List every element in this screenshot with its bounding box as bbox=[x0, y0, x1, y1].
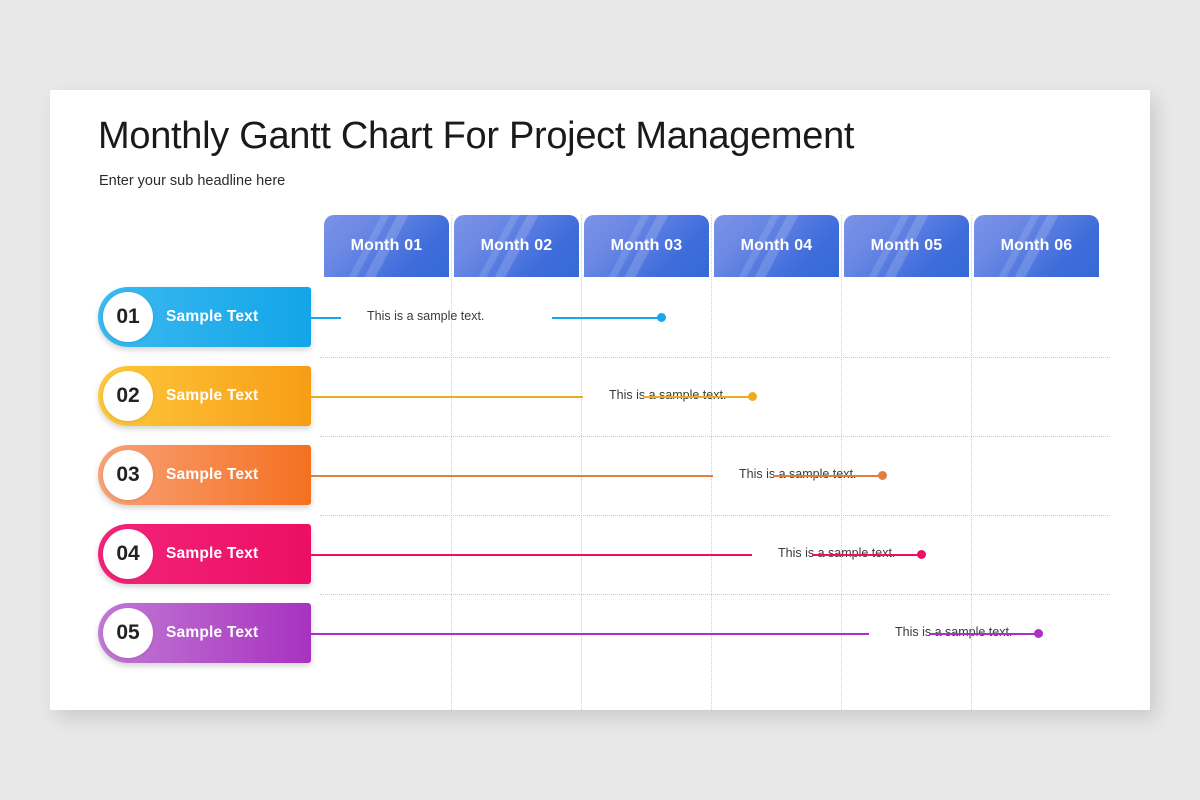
month-header-label: Month 05 bbox=[870, 237, 943, 254]
task-row: 05 Sample Text This is a sample text. bbox=[50, 603, 1150, 663]
task-label: Sample Text bbox=[166, 387, 259, 404]
task-connector-line bbox=[311, 475, 713, 477]
task-number-badge: 04 bbox=[103, 529, 153, 579]
task-row: 03 Sample Text This is a sample text. bbox=[50, 445, 1150, 505]
month-header-label: Month 01 bbox=[350, 237, 423, 254]
task-connector-line bbox=[311, 554, 752, 556]
task-number-badge: 03 bbox=[103, 450, 153, 500]
task-end-marker[interactable] bbox=[657, 313, 666, 322]
task-label: Sample Text bbox=[166, 466, 259, 483]
month-header-3[interactable]: Month 03 bbox=[584, 215, 709, 277]
task-note: This is a sample text. bbox=[895, 625, 1013, 639]
task-note: This is a sample text. bbox=[367, 309, 485, 323]
task-row: 02 Sample Text This is a sample text. bbox=[50, 366, 1150, 426]
page-subtitle: Enter your sub headline here bbox=[99, 173, 286, 189]
row-divider bbox=[320, 515, 1110, 516]
month-header-5[interactable]: Month 05 bbox=[844, 215, 969, 277]
task-label: Sample Text bbox=[166, 624, 259, 641]
task-end-marker[interactable] bbox=[917, 550, 926, 559]
task-note: This is a sample text. bbox=[739, 467, 857, 481]
slide-canvas: Monthly Gantt Chart For Project Manageme… bbox=[50, 90, 1150, 710]
task-connector-line bbox=[311, 396, 583, 398]
task-note: This is a sample text. bbox=[609, 388, 727, 402]
month-header-6[interactable]: Month 06 bbox=[974, 215, 1099, 277]
task-duration-bar[interactable] bbox=[929, 633, 1039, 635]
task-duration-bar[interactable] bbox=[552, 317, 662, 319]
task-connector-line bbox=[311, 317, 341, 319]
row-divider bbox=[320, 594, 1110, 595]
task-duration-bar[interactable] bbox=[643, 396, 753, 398]
task-label: Sample Text bbox=[166, 308, 259, 325]
task-number-badge: 02 bbox=[103, 371, 153, 421]
month-header-2[interactable]: Month 02 bbox=[454, 215, 579, 277]
task-number-badge: 01 bbox=[103, 292, 153, 342]
row-divider bbox=[320, 357, 1110, 358]
month-header-label: Month 06 bbox=[1000, 237, 1073, 254]
task-note: This is a sample text. bbox=[778, 546, 896, 560]
task-row: 04 Sample Text This is a sample text. bbox=[50, 524, 1150, 584]
task-end-marker[interactable] bbox=[1034, 629, 1043, 638]
task-label: Sample Text bbox=[166, 545, 259, 562]
task-end-marker[interactable] bbox=[748, 392, 757, 401]
task-label-pill-04[interactable]: 04 Sample Text bbox=[98, 524, 311, 584]
task-label-pill-01[interactable]: 01 Sample Text bbox=[98, 287, 311, 347]
month-header-label: Month 04 bbox=[740, 237, 813, 254]
task-label-pill-03[interactable]: 03 Sample Text bbox=[98, 445, 311, 505]
row-divider bbox=[320, 436, 1110, 437]
task-number-badge: 05 bbox=[103, 608, 153, 658]
month-header-1[interactable]: Month 01 bbox=[324, 215, 449, 277]
task-end-marker[interactable] bbox=[878, 471, 887, 480]
task-row: 01 Sample Text This is a sample text. bbox=[50, 287, 1150, 347]
page-title: Monthly Gantt Chart For Project Manageme… bbox=[98, 115, 855, 157]
month-header-4[interactable]: Month 04 bbox=[714, 215, 839, 277]
task-duration-bar[interactable] bbox=[812, 554, 922, 556]
task-duration-bar[interactable] bbox=[773, 475, 883, 477]
month-header-label: Month 03 bbox=[610, 237, 683, 254]
task-connector-line bbox=[311, 633, 869, 635]
task-label-pill-02[interactable]: 02 Sample Text bbox=[98, 366, 311, 426]
month-header-label: Month 02 bbox=[480, 237, 553, 254]
task-label-pill-05[interactable]: 05 Sample Text bbox=[98, 603, 311, 663]
